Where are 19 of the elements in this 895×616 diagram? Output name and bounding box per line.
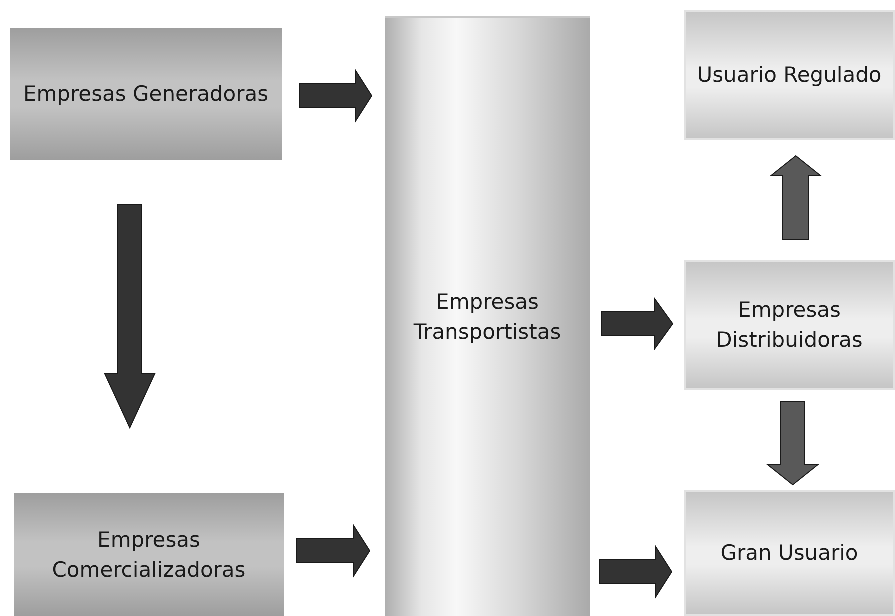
block-arrow (770, 155, 822, 240)
node-label: Empresas Generadoras (23, 81, 269, 108)
process-box (684, 10, 895, 140)
process-box (14, 493, 284, 616)
block-arrow (766, 402, 820, 486)
node-label: Gran Usuario (720, 540, 858, 567)
block-arrow (600, 545, 673, 599)
process-box (10, 28, 282, 160)
block-arrow (104, 204, 156, 430)
node-label: Empresas Distribuidoras (715, 297, 864, 354)
column-box (385, 16, 590, 616)
block-arrow (300, 69, 373, 123)
node-label: Usuario Regulado (697, 62, 882, 89)
node-label: Empresas Comercializadoras (51, 526, 247, 584)
block-arrow (296, 524, 371, 578)
process-box (684, 260, 895, 390)
node-label: Empresas Transportistas (412, 289, 562, 346)
block-arrow (602, 297, 674, 351)
process-box (684, 490, 895, 616)
